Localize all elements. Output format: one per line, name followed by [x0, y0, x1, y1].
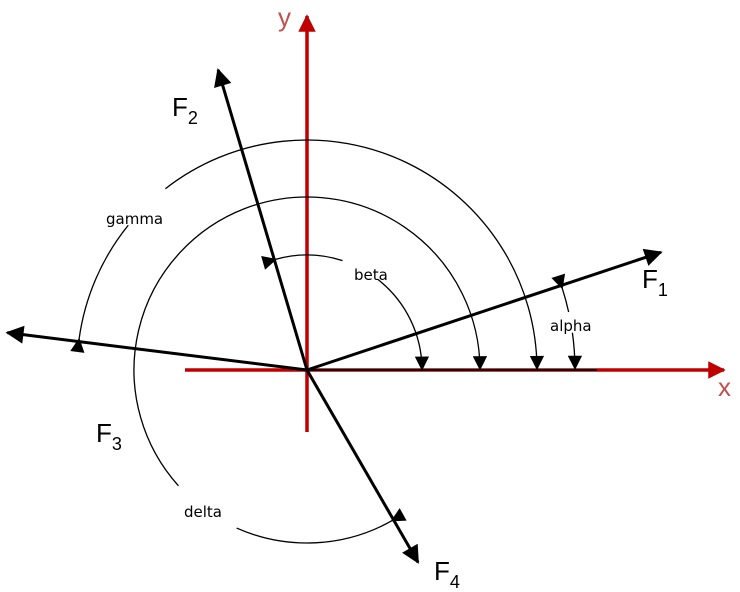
y-axis-label: y: [278, 2, 291, 32]
angle-arc-delta: [236, 508, 407, 544]
force-label-3: F3: [96, 418, 122, 454]
angle-arc-alpha: [551, 273, 570, 313]
force-vector-2: [214, 68, 309, 371]
angle-label-delta: delta: [184, 503, 222, 521]
force-label-2: F2: [172, 92, 198, 128]
angle-label-beta: beta: [354, 266, 388, 284]
angle-arc-beta: [261, 254, 343, 270]
angle-arc-alpha: [567, 332, 583, 371]
force-label-4: F4: [434, 556, 460, 592]
angle-arc-gamma: [70, 224, 129, 353]
angle-arc-delta: [133, 196, 488, 487]
force-vector-1: [306, 248, 663, 372]
x-axis-label: x: [718, 372, 731, 402]
angle-label-alpha: alpha: [550, 317, 592, 335]
angle-label-gamma: gamma: [106, 210, 163, 228]
force-vector-4: [305, 369, 420, 564]
force-label-1: F1: [642, 264, 668, 300]
angle-arc-beta: [377, 278, 430, 371]
force-vector-3: [5, 325, 308, 372]
angle-arc-gamma: [164, 139, 545, 371]
